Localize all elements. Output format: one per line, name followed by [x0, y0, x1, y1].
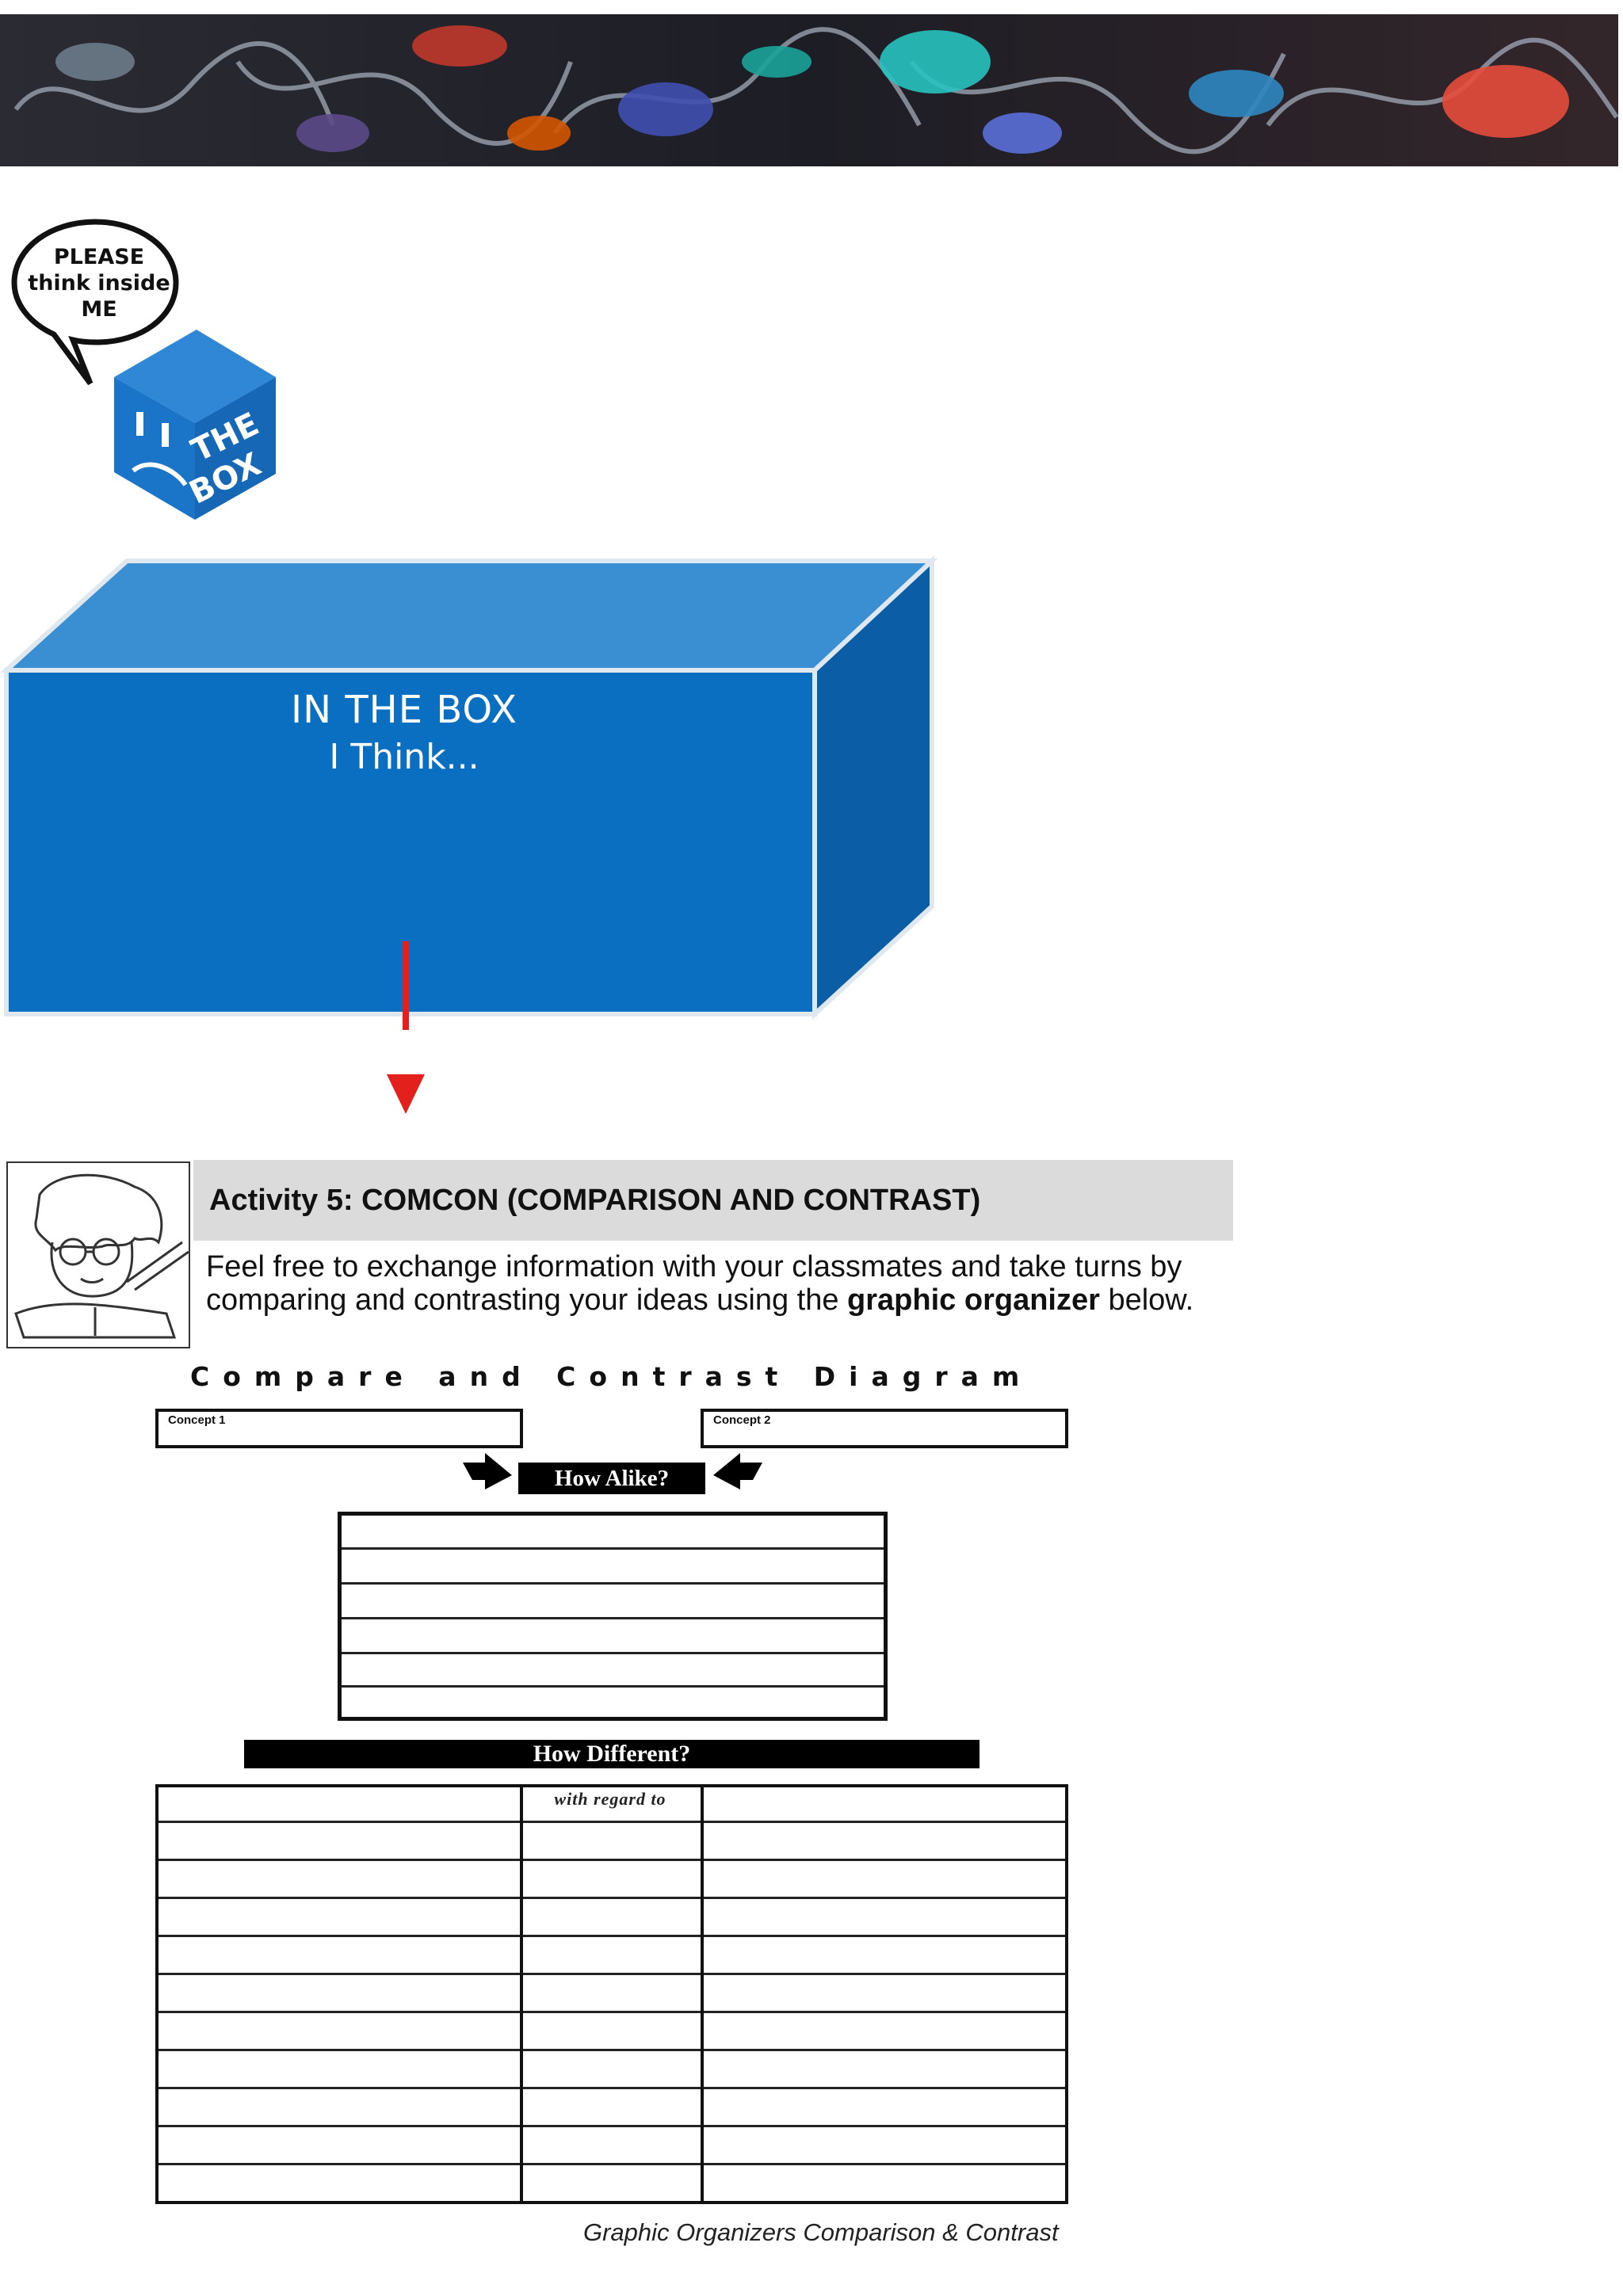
- activity-title: Activity 5: COMCON (COMPARISON AND CONTR…: [209, 1184, 981, 1217]
- diff-row-line: [523, 1859, 701, 1861]
- how-alike-heading: How Alike?: [518, 1463, 705, 1494]
- activity-desc-bold: graphic organizer: [847, 1283, 1100, 1317]
- diff-row-line: [523, 2125, 701, 2127]
- alike-row-line: [342, 1652, 884, 1654]
- with-regard-to-column[interactable]: [520, 1784, 704, 2204]
- diff-row-line: [523, 2087, 701, 2089]
- how-different-heading: How Different?: [244, 1740, 980, 1768]
- diff-row-line: [704, 2087, 1065, 2089]
- diff-row-line: [704, 1935, 1065, 1937]
- concept-2-differences-column[interactable]: [701, 1784, 1068, 2204]
- concept-1-label: Concept 1: [168, 1413, 226, 1427]
- diff-row-line: [523, 2163, 701, 2165]
- diff-row-line: [158, 1935, 520, 1937]
- bubble-line-3: ME: [81, 297, 117, 322]
- diff-row-line: [158, 2087, 520, 2089]
- activity-description: Feel free to exchange information with y…: [206, 1250, 1220, 1317]
- diff-row-line: [158, 1821, 520, 1823]
- diff-row-line: [158, 2011, 520, 2013]
- how-different-table[interactable]: [155, 1784, 1068, 2204]
- diff-row-line: [523, 2011, 701, 2013]
- diff-row-line: [158, 1859, 520, 1861]
- diff-row-line: [523, 1973, 701, 1975]
- diff-row-line: [523, 1935, 701, 1937]
- bubble-line-1: PLEASE: [53, 245, 145, 269]
- diff-row-line: [704, 1897, 1065, 1899]
- diff-row-line: [704, 2011, 1065, 2013]
- diff-row-line: [704, 2163, 1065, 2165]
- student-drawing-icon: [14, 1173, 189, 1339]
- source-caption: Graphic Organizers Comparison & Contrast: [583, 2218, 1059, 2246]
- student-writing-illustration: [6, 1161, 190, 1348]
- concept-1-box[interactable]: Concept 1: [155, 1409, 523, 1448]
- activity-header-bar: [193, 1160, 1233, 1241]
- arrow-left-down-icon: [713, 1453, 762, 1489]
- alike-row-line: [342, 1617, 884, 1619]
- diff-row-line: [523, 1821, 701, 1823]
- decorative-banner: [0, 14, 1618, 166]
- diff-row-line: [158, 2049, 520, 2051]
- diff-row-line: [158, 2163, 520, 2165]
- arrow-right-down-icon: [463, 1453, 512, 1489]
- with-regard-to-label: with regard to: [554, 1789, 666, 1809]
- concept-2-box[interactable]: Concept 2: [701, 1409, 1068, 1448]
- diff-row-line: [523, 1897, 701, 1899]
- diff-row-line: [704, 2125, 1065, 2127]
- sad-box-icon: THE BOX: [114, 330, 276, 520]
- diff-row-line: [158, 1973, 520, 1975]
- in-the-box-3d: [0, 555, 938, 1030]
- diff-row-line: [704, 1859, 1065, 1861]
- diff-row-line: [704, 1821, 1065, 1823]
- in-the-box-title: IN THE BOX: [291, 688, 517, 732]
- activity-desc-part-2: below.: [1099, 1283, 1194, 1317]
- how-alike-grid[interactable]: [338, 1512, 888, 1721]
- speech-bubble-text: PLEASE think inside ME: [25, 244, 173, 322]
- diff-row-line: [704, 2049, 1065, 2051]
- speech-bubble-icon: [11, 219, 179, 386]
- alike-row-line: [342, 1547, 884, 1550]
- concept-1-differences-column[interactable]: [155, 1784, 523, 2204]
- diff-row-line: [158, 1897, 520, 1899]
- in-the-box-subtitle: I Think...: [329, 737, 479, 777]
- activity-desc-part-1: Feel free to exchange information with y…: [206, 1250, 1182, 1317]
- alike-row-line: [342, 1685, 884, 1688]
- concept-2-label: Concept 2: [713, 1413, 771, 1427]
- diff-row-line: [523, 2049, 701, 2051]
- arrow-down-icon: [387, 1074, 425, 1114]
- diff-row-line: [704, 1973, 1065, 1975]
- diagram-title: Compare and Contrast Diagram: [190, 1361, 1033, 1392]
- bubble-line-2: think inside: [28, 271, 170, 296]
- diff-row-line: [158, 2125, 520, 2127]
- alike-row-line: [342, 1582, 884, 1585]
